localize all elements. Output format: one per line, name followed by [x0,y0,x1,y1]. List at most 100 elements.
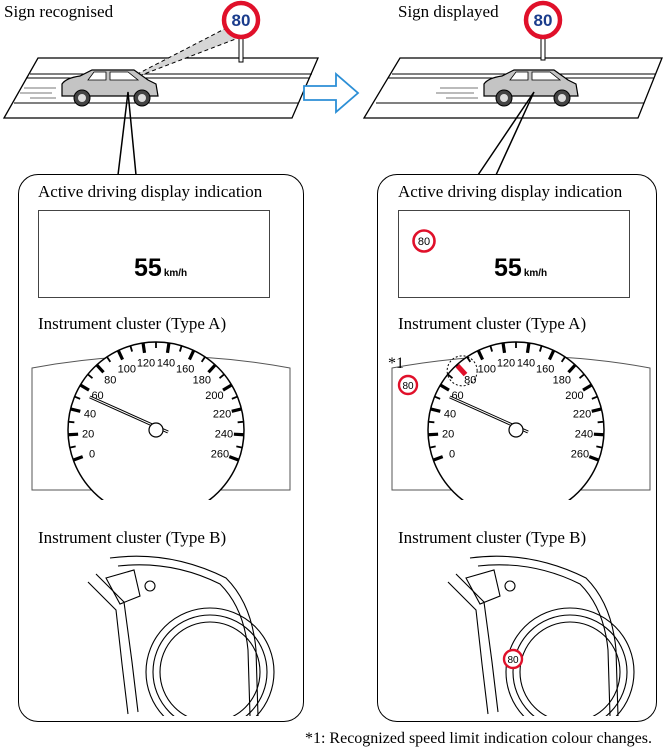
road-scene-illustration: 80 80 [2,0,663,176]
minor-tick [200,356,206,363]
tick-label: 40 [444,409,456,421]
major-tick [95,363,105,374]
tick-label: 220 [213,409,231,421]
major-tick [567,363,577,374]
tick-label: 200 [205,390,223,402]
minor-tick [489,345,493,352]
marker-label: *1 [388,355,404,372]
needle-hub [148,422,164,438]
tick-label: 100 [118,364,136,376]
major-tick [430,407,441,413]
left-ad-heading: Active driving display indication [38,182,263,201]
major-tick [70,407,81,413]
left-sign-value: 80 [232,11,251,30]
tick-label: 240 [215,429,233,441]
right-speed-unit: km/h [523,268,548,279]
left-speed-value: 55 [134,254,162,282]
right-type-a-heading: Instrument cluster (Type A) [398,314,587,333]
transition-arrow [303,72,360,114]
minor-tick [539,345,543,352]
tick-label: 180 [193,375,211,387]
tick-label: 80 [464,375,476,387]
tick-label: 240 [575,429,593,441]
minor-tick [129,345,133,352]
major-tick [141,342,147,354]
minor-tick [447,373,454,379]
minor-tick [591,395,598,400]
major-tick [428,432,439,437]
minor-tick [69,445,76,449]
major-tick [207,363,217,374]
right-ad-sign-value: 80 [418,236,430,248]
tick-label: 260 [211,448,229,460]
major-tick [79,383,90,392]
footnote: *1: Recognized speed limit indication co… [304,730,652,747]
major-tick [72,455,84,462]
tick-label: 160 [536,364,554,376]
major-tick [593,432,604,437]
tick-label: 160 [176,364,194,376]
caption-sign-recognised: Sign recognised [4,2,114,21]
tick-label: 0 [89,448,95,460]
right-sign-value: 80 [534,11,553,30]
needle-hub [508,422,524,438]
highlight-dotted-circle [446,355,478,387]
tick-label: 200 [565,390,583,402]
detection-cone [117,21,256,85]
tick-label: 0 [449,448,455,460]
minor-tick [597,420,604,424]
right-car [483,69,579,107]
major-tick [165,342,171,354]
minor-tick [428,420,435,424]
left-type-b-heading: Instrument cluster (Type B) [38,528,227,547]
major-tick [228,455,240,462]
major-tick [501,342,507,354]
right-type-b-cluster: 80 [447,555,635,716]
minor-tick [466,356,472,363]
type-b-sign-icon: 80 [502,648,524,670]
tick-label: 20 [442,429,454,441]
right-speed-value: 55 [494,254,522,282]
minor-tick [179,345,183,352]
tick-label: 120 [137,358,155,370]
minor-tick [68,420,75,424]
minor-tick [236,445,243,449]
right-ad-sign-icon: 80 [412,229,436,253]
minor-tick [578,373,585,379]
tick-label: 220 [573,409,591,421]
minor-tick [596,445,603,449]
minor-tick [237,420,244,424]
minor-tick [218,373,225,379]
tick-label: 180 [553,375,571,387]
major-tick [233,432,244,437]
left-ad-display [38,210,270,298]
minor-tick [106,356,112,363]
major-tick [116,349,125,361]
minor-tick [429,445,436,449]
left-type-a-heading: Instrument cluster (Type A) [38,314,227,333]
caption-sign-displayed: Sign displayed [398,2,499,21]
minor-tick [87,373,94,379]
right-callout-lines [477,91,535,176]
major-tick [588,455,600,462]
tick-label: 20 [82,429,94,441]
gauge-sign-value: 80 [402,381,414,392]
right-ad-display [398,210,630,298]
major-tick [432,455,444,462]
tick-label: 100 [478,364,496,376]
left-speed-sign: 80 [221,0,261,63]
tick-label: 80 [104,375,116,387]
major-tick [476,349,485,361]
major-tick [525,342,531,354]
left-type-b-cluster [87,555,275,716]
major-tick [582,383,593,392]
left-car [61,69,159,107]
right-ad-heading: Active driving display indication [398,182,623,201]
tick-label: 40 [84,409,96,421]
tick-label: 140 [517,358,535,370]
right-type-b-heading: Instrument cluster (Type B) [398,528,587,547]
